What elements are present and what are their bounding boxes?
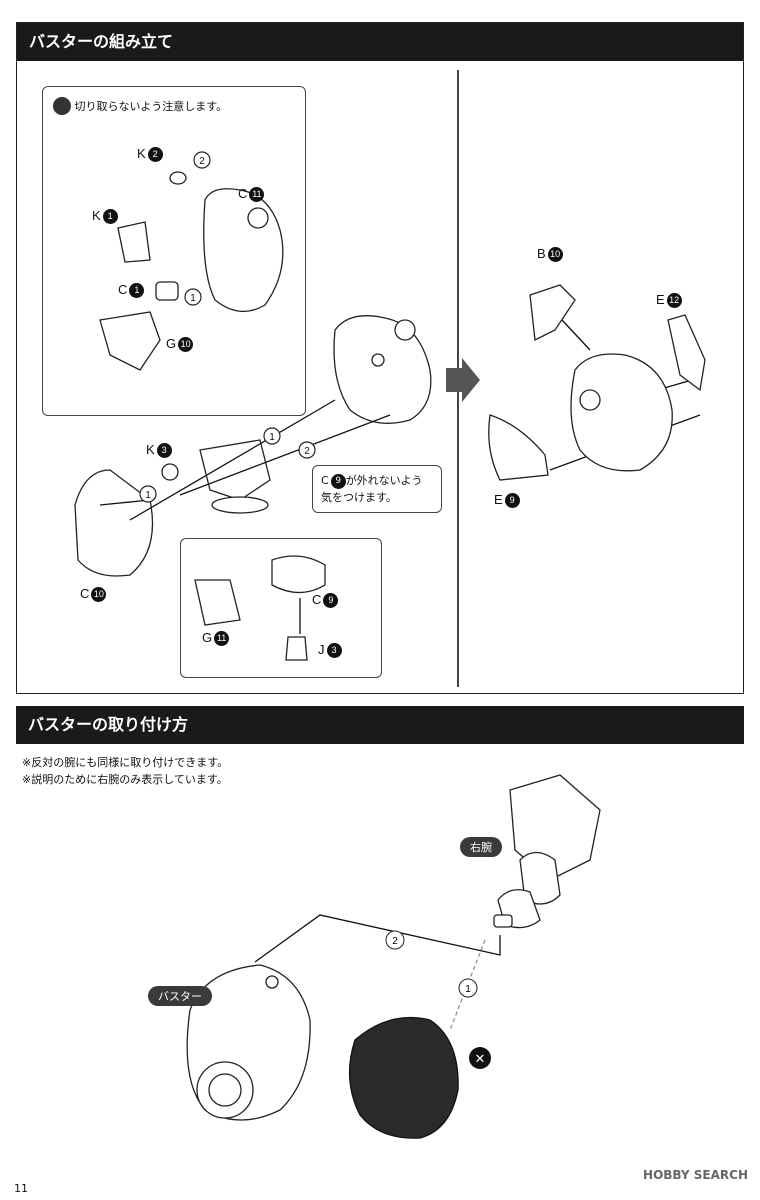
step2-arrow (254, 914, 501, 963)
prohibited-x-glyph: ✕ (475, 1051, 486, 1066)
attachment-section: バスターの取り付け方 (16, 706, 744, 1158)
buster-upper-drawing (333, 315, 432, 424)
assembly-section: バスターの組み立て (16, 22, 744, 694)
warning-note-line2: 気をつけます。 (321, 490, 397, 504)
attachment-section-title: バスターの取り付け方 (16, 706, 744, 744)
step-marker-labels: 1 2 1 2 1 (145, 156, 310, 501)
source-watermark: HOBBY SEARCH (643, 1168, 748, 1182)
step2-label: 2 (392, 936, 398, 947)
next-step-arrow-icon (446, 358, 480, 402)
assembly-illustration: 1 2 1 2 1 (74, 151, 706, 661)
hand-drawing (348, 1016, 459, 1139)
step1-label: 1 (465, 984, 471, 995)
step-label: 1 (269, 432, 275, 443)
attachment-illustration: ✕ 2 1 (186, 774, 601, 1139)
step-label: 2 (304, 446, 310, 457)
step-label: 2 (199, 156, 205, 167)
buster-drawing (186, 964, 311, 1121)
caution-icon (53, 97, 71, 115)
buster-label: バスター (148, 986, 212, 1006)
buster-core-drawing (99, 171, 284, 371)
right-arm-label: 右腕 (460, 837, 502, 857)
buster-lower-parts-drawing (74, 439, 326, 661)
step-label: 1 (190, 293, 196, 304)
right-arm-drawing (493, 774, 601, 929)
buster-final-drawing (488, 284, 706, 481)
caution-note-row: 切り取らないよう注意します。 (53, 97, 227, 115)
step2-marker (385, 930, 405, 950)
step1-dashed-arrow (449, 939, 486, 1031)
caution-note-text: 切り取らないよう注意します。 (74, 100, 228, 113)
page-number: 11 (14, 1182, 28, 1195)
prohibited-icon (469, 1047, 491, 1069)
step1-marker (458, 978, 478, 998)
note-right-arm-only: ※説明のために右腕のみ表示しています。 (22, 773, 228, 786)
step-markers (139, 151, 316, 503)
assembly-section-title: バスターの組み立て (17, 23, 743, 61)
step-label: 1 (145, 490, 151, 501)
note-opposite-arm: ※反対の腕にも同様に取り付けできます。 (22, 756, 229, 769)
